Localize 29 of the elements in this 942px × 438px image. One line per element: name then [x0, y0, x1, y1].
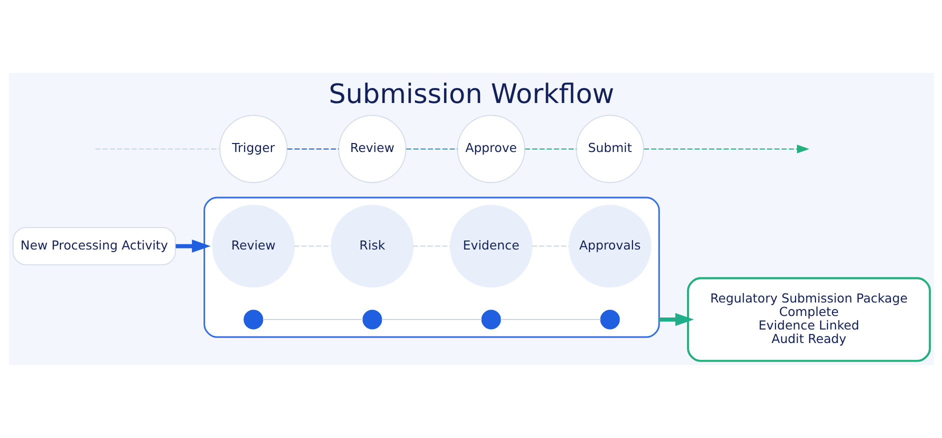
connector [94, 148, 220, 150]
node-circle [480, 310, 500, 330]
node-circle: Approvals [568, 204, 651, 288]
arrow [658, 312, 694, 326]
node-circle: Risk [330, 204, 414, 288]
arrow [643, 144, 809, 154]
node-circle: Review [212, 204, 294, 288]
connector [412, 246, 450, 247]
connector [524, 148, 576, 150]
node-box: New Processing Activity [12, 227, 176, 266]
node-circle: Submit [575, 114, 644, 184]
diagram-title: Submission Workflow [328, 78, 614, 110]
connector [286, 148, 338, 150]
connector [294, 246, 331, 247]
connector [381, 319, 482, 320]
node-circle: Approve [456, 114, 525, 184]
arrow [175, 240, 210, 253]
connector [406, 148, 457, 150]
node-circle: Trigger [218, 114, 288, 184]
connector [262, 319, 362, 320]
node-circle [600, 310, 620, 330]
node-circle [362, 310, 382, 330]
connector [500, 319, 600, 320]
cluster [203, 196, 660, 338]
node-circle: Review [338, 114, 406, 184]
node-circle: Evidence [449, 204, 532, 288]
node-box: Regulatory Submission Package Complete Evidence Linked Audit Ready [686, 277, 930, 362]
node-circle [243, 310, 263, 330]
connector [532, 246, 568, 247]
